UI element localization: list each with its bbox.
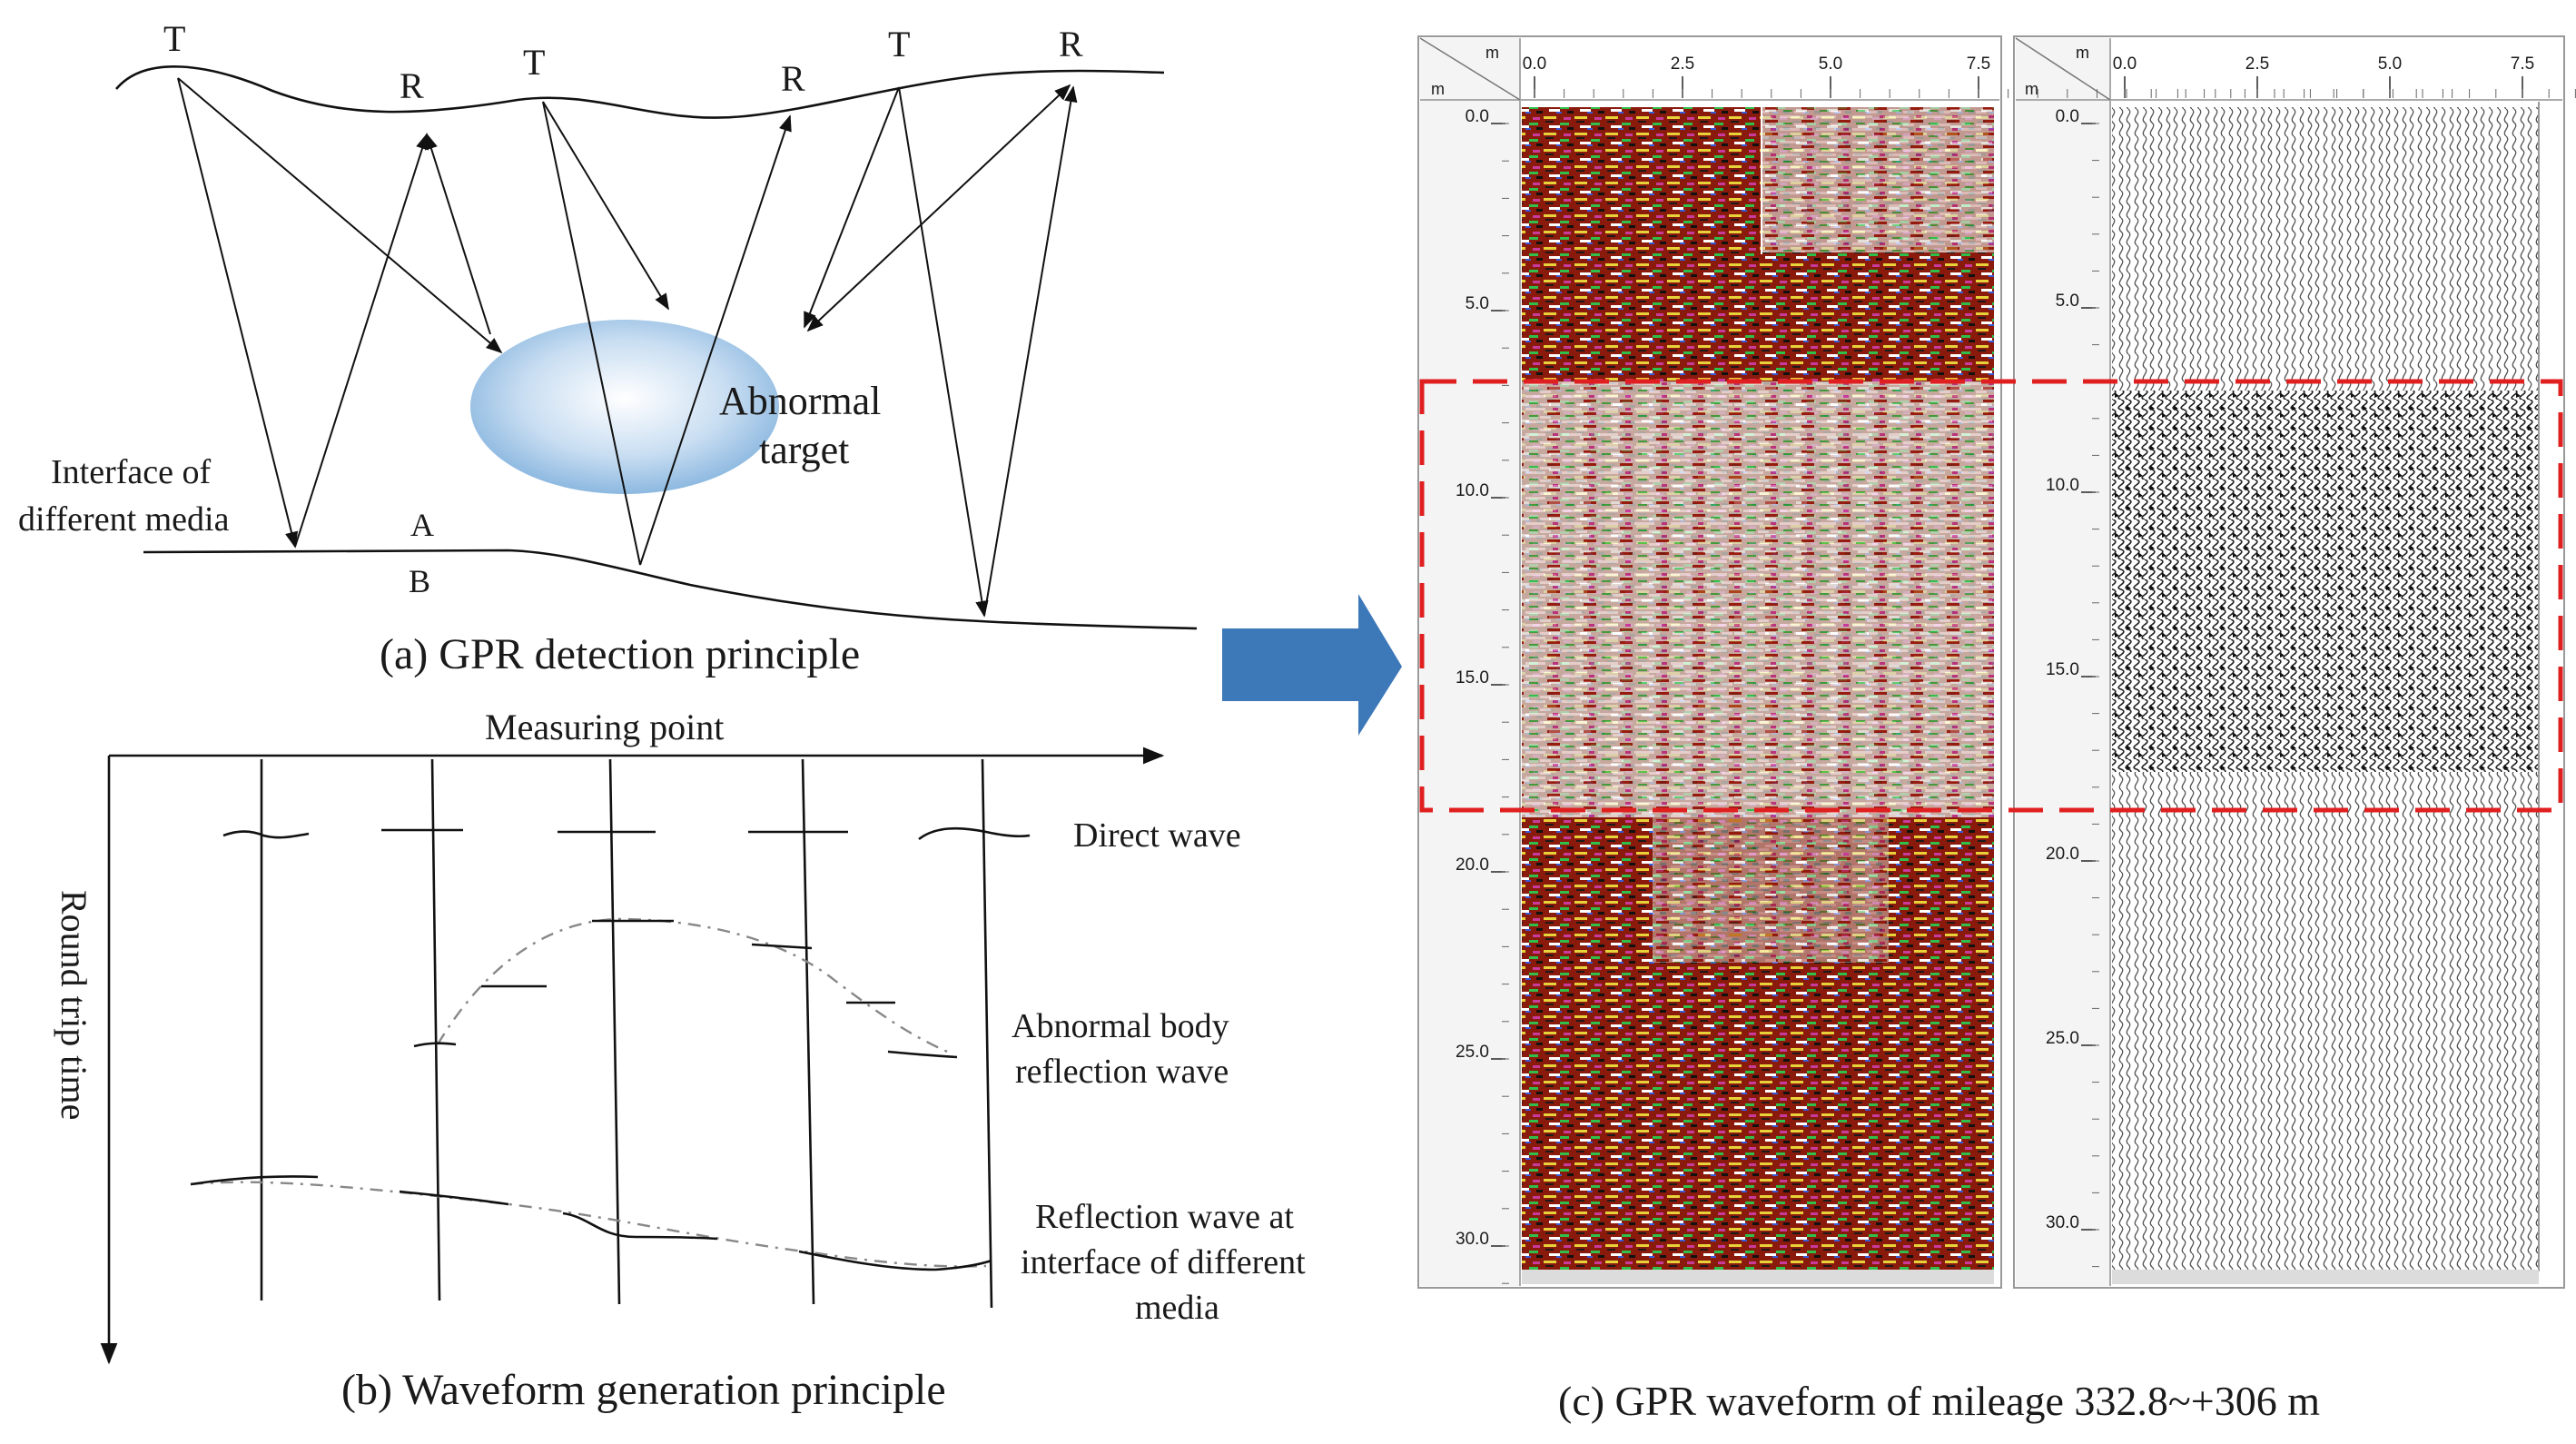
interface-wave-label-1: Reflection wave at [1035,1198,1294,1236]
wiggle-axis-ticks: 0.0 2.5 5.0 7.5 0.0 5.0 10.0 15.0 20.0 25.0 30.0 [2046,54,2576,1268]
x-tick-label: 7.5 [1967,54,1990,74]
color-axis-ticks: 0.0 2.5 5.0 7.5 0.0 5.0 10.0 15.0 20.0 25.0 30.0 [1456,54,2453,1284]
x-tick-label: 2.5 [2245,54,2269,74]
y-axis-label: Round trip time [54,890,94,1120]
transmitter-label-3: T [888,24,910,64]
y-tick-label: 30.0 [2046,1213,2079,1232]
y-tick-label: 10.0 [1456,481,1489,500]
panel-a-caption: (a) GPR detection principle [380,630,860,678]
interface-wave-label-2: interface of different [1021,1243,1306,1281]
x-tick-label: 5.0 [2378,54,2402,74]
abnormal-target-ellipse [470,320,779,494]
y-tick-label: 0.0 [1466,107,1489,126]
panel-c-gpr-waveform: m m m m 0.0 2.5 5.0 7.5 0.0 5.0 10.0 15.0 20.0 25… [1417,35,2576,1424]
direct-wave-marks [222,826,1031,841]
interface-reflection-curve [190,1175,992,1271]
medium-lower-label: B [409,563,430,599]
y-tick-label: 10.0 [2046,476,2079,495]
y-tick-label: 15.0 [1456,668,1489,687]
receiver-label-3: R [1059,24,1083,64]
abnormal-wave-label-1: Abnormal body [1012,1007,1229,1045]
media-interface-line [143,549,1198,630]
y-tick-label: 5.0 [1466,294,1489,313]
target-label-line2: target [759,428,849,472]
transmitter-label-2: T [523,42,545,83]
wiggle-unit-label-y: m [2025,80,2038,98]
x-axis-label: Measuring point [485,707,724,747]
direct-wave-label: Direct wave [1073,816,1241,855]
panel-b-waveform-principle: Measuring point Round trip time [54,707,1306,1414]
x-tick-label: 0.0 [1523,54,1546,74]
y-tick-label: 30.0 [1456,1230,1489,1249]
interface-label-line1: Interface of [51,453,211,491]
color-unit-label-x: m [1485,44,1499,62]
panel-c-caption: (c) GPR waveform of mileage 332.8~+306 m [1558,1378,2320,1424]
panel-b-caption: (b) Waveform generation principle [341,1366,946,1414]
interface-label-line2: different media [18,500,230,539]
x-tick-label: 7.5 [2511,54,2534,74]
abnormal-reflection-curve [413,917,958,1059]
ground-surface-line [115,65,1165,119]
abnormal-wave-label-2: reflection wave [1015,1053,1229,1091]
panel-a-detection-principle: T R T R T R Abnormal target Interface of… [18,18,1198,678]
x-tick-label: 0.0 [2113,54,2137,74]
wiggle-ruler-strip [2016,38,2110,1286]
interface-wave-label-3: media [1135,1289,1219,1327]
y-tick-label: 25.0 [2046,1029,2079,1048]
wiggle-unit-label-x: m [2076,44,2089,62]
y-tick-label: 20.0 [1456,856,1489,875]
receiver-label-2: R [781,58,805,99]
medium-upper-label: A [410,507,434,543]
color-ruler-strip [1420,38,1520,1286]
target-label-line1: Abnormal [719,379,881,423]
highlight-dashed-box [1419,379,2563,813]
receiver-label-1: R [400,65,424,106]
y-tick-label: 15.0 [2046,660,2079,679]
x-tick-label: 5.0 [1819,54,1842,74]
y-tick-label: 5.0 [2056,292,2079,311]
x-tick-label: 2.5 [1671,54,1694,74]
ray-paths [177,77,1078,618]
y-tick-label: 20.0 [2046,845,2079,864]
color-unit-label-y: m [1431,80,1445,98]
transmitter-label-1: T [163,18,185,59]
trace-lines [260,758,993,1309]
big-arrow-icon [1222,594,1402,736]
y-tick-label: 0.0 [2056,107,2079,126]
y-tick-label: 25.0 [1456,1043,1489,1062]
